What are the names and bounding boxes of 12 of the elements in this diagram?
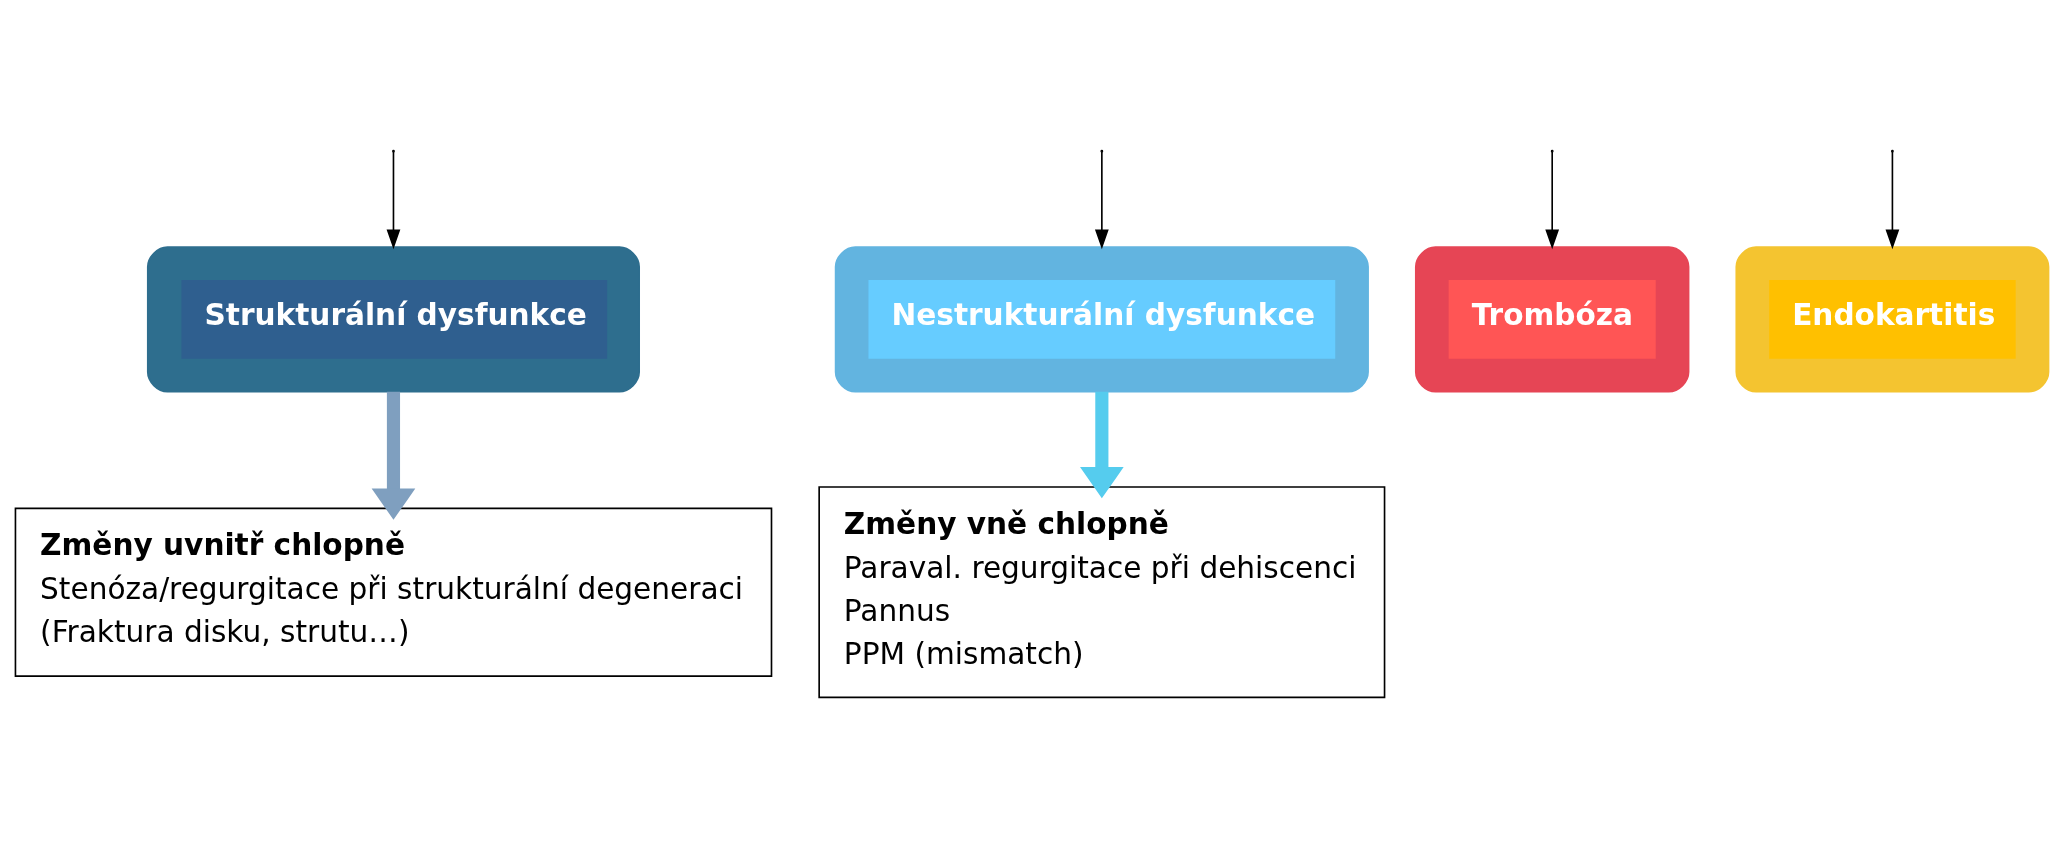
arrow	[1094, 150, 1109, 249]
arrow	[386, 150, 401, 249]
node-box: Trombóza	[1414, 245, 1690, 393]
node-box: Změny vně chlopně Paraval. regurgitace při dehiscenci Pannus PPM (mismatch)	[818, 485, 1386, 698]
node-box: Endokartitis	[1735, 245, 2050, 393]
arrow	[1080, 391, 1124, 498]
node-box: Strukturální dysfunkce	[146, 245, 640, 393]
arrow	[371, 391, 416, 520]
node-box: Změny uvnitř chlopně Stenóza/regurgitace při strukturální degeneraci (Fraktura disku, strutu…)	[14, 507, 773, 677]
arrow	[1885, 150, 1900, 249]
node-box: Nestrukturální dysfunkce	[834, 245, 1369, 393]
arrow	[1545, 150, 1560, 249]
